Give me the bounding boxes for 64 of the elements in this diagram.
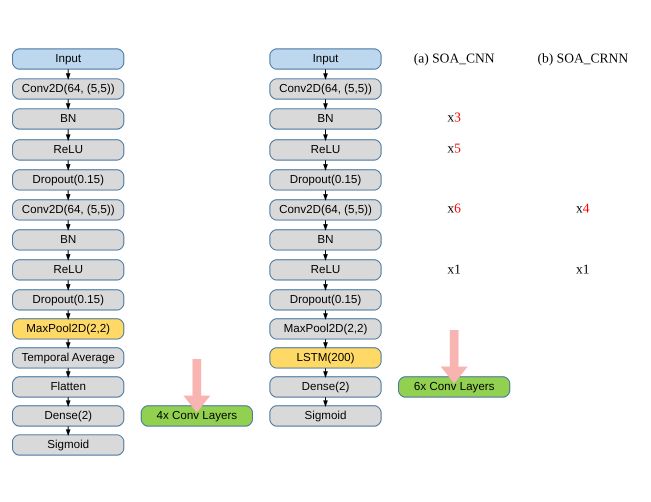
node-box: Input: [12, 48, 124, 70]
node-box: Dropout(0.15): [12, 288, 124, 310]
label: (b) SOA_CRNN: [538, 50, 628, 66]
arrow: [323, 279, 328, 290]
node-box: BN: [12, 108, 124, 130]
arrow: [323, 338, 328, 349]
node-box: Sigmoid: [12, 434, 124, 456]
arrow: [323, 309, 328, 320]
arrow: [66, 279, 71, 290]
node-box: Input: [269, 48, 382, 70]
arrow: [66, 98, 71, 110]
node-box: BN: [269, 108, 382, 130]
arrow: [66, 128, 71, 141]
label: x6: [447, 200, 461, 216]
node-box: ReLU: [269, 138, 382, 160]
arrow: [323, 128, 328, 141]
arrow: [323, 159, 328, 170]
node-box: ReLU: [12, 258, 124, 280]
node-box: BN: [269, 228, 382, 250]
arrow: [323, 396, 328, 407]
arrow: [66, 159, 71, 170]
arrow: [66, 396, 71, 407]
arrow: [66, 189, 71, 200]
arrow: [323, 219, 328, 230]
node-box: 4x Conv Layers: [140, 404, 253, 426]
node-box: MaxPool2D(2,2): [269, 318, 382, 340]
node-box: Temporal Average: [12, 346, 124, 368]
node-box: MaxPool2D(2,2): [12, 318, 124, 340]
node-box: Conv2D(64, (5,5)): [269, 78, 382, 100]
label: x4: [576, 200, 590, 216]
arrow: [66, 367, 71, 378]
arrow: [323, 189, 328, 200]
arrow: [183, 358, 210, 412]
label: (a) SOA_CNN: [414, 50, 495, 66]
arrow: [66, 249, 71, 260]
arrow: [66, 219, 71, 230]
arrow: [66, 338, 71, 349]
node-box: ReLU: [12, 138, 124, 160]
node-box: Flatten: [12, 376, 124, 398]
node-box: Sigmoid: [269, 404, 382, 426]
label: x3: [447, 109, 461, 124]
arrow: [323, 98, 328, 110]
node-box: BN: [12, 228, 124, 250]
node-box: Dense(2): [269, 376, 382, 398]
node-box: Conv2D(64, (5,5)): [12, 78, 124, 100]
arrow: [66, 425, 71, 436]
node-box: 6x Conv Layers: [398, 376, 510, 398]
node-box: Dense(2): [12, 404, 124, 426]
label: x5: [447, 140, 461, 156]
node-box: ReLU: [269, 258, 382, 280]
node-box: Conv2D(64, (5,5)): [12, 198, 124, 220]
node-box: LSTM(200): [269, 346, 382, 368]
arrow: [323, 249, 328, 260]
label: x1: [447, 260, 461, 276]
arrow: [66, 68, 71, 80]
arrow: [323, 68, 328, 80]
node-box: Conv2D(64, (5,5)): [269, 198, 382, 220]
arrow: [323, 367, 328, 378]
arrow: [66, 309, 71, 320]
arrow: [440, 330, 468, 384]
label: x1: [576, 260, 590, 276]
node-box: Dropout(0.15): [12, 168, 124, 190]
node-box: Dropout(0.15): [269, 288, 382, 310]
node-box: Dropout(0.15): [269, 168, 382, 190]
